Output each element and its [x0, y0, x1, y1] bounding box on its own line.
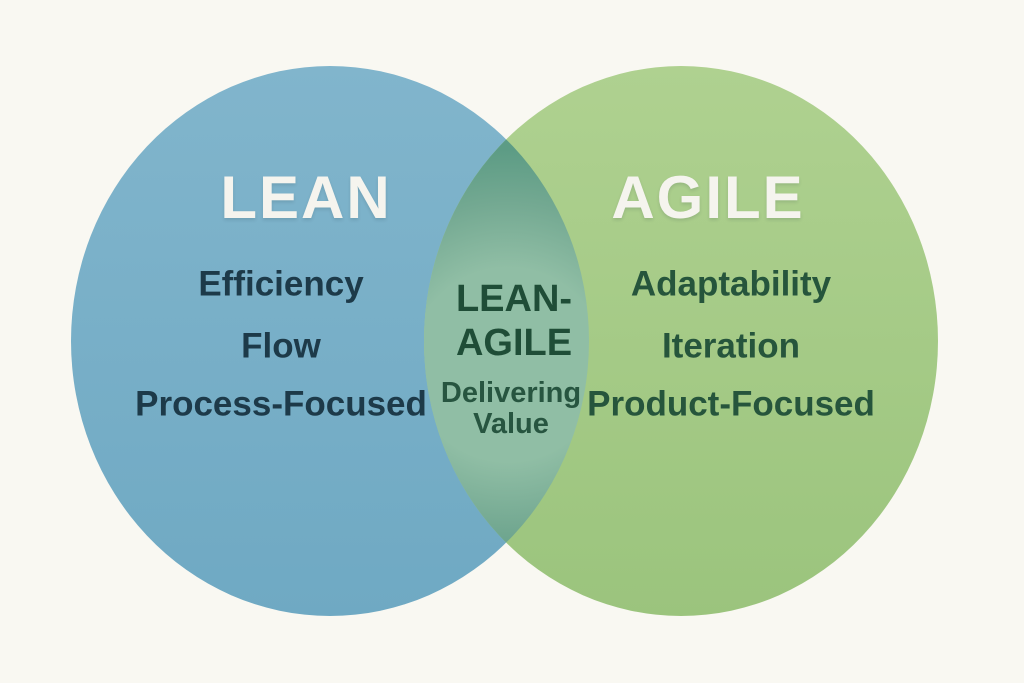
overlap-subtitle: Delivering Value: [441, 378, 581, 440]
overlap-title-line1: LEAN-: [455, 278, 573, 320]
lean-item-flow: Flow: [241, 326, 321, 366]
overlap-subtitle-line2: Value: [473, 408, 549, 440]
agile-item-product-focused: Product-Focused: [587, 384, 875, 424]
lean-item-efficiency: Efficiency: [198, 264, 364, 304]
overlap-title: LEAN- AGILE: [456, 277, 572, 365]
agile-title: AGILE: [611, 164, 805, 231]
lean-item-process-focused: Process-Focused: [135, 384, 427, 424]
overlap-subtitle-line1: Delivering: [440, 377, 582, 409]
agile-item-iteration: Iteration: [661, 326, 801, 366]
agile-item-adaptability: Adaptability: [630, 264, 832, 304]
lean-title: LEAN: [220, 164, 392, 231]
overlap-region: [424, 66, 589, 616]
overlap-title-line2: AGILE: [455, 322, 573, 364]
